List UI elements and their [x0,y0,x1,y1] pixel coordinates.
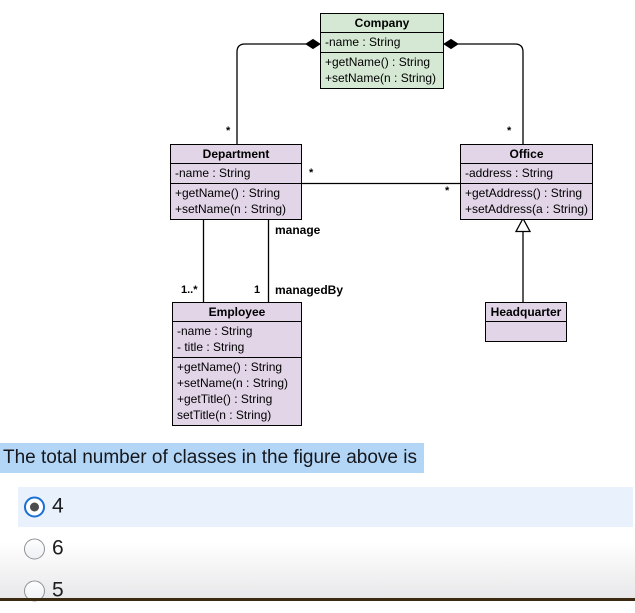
uml-class-diagram: Company -name : String +getName() : Stri… [170,13,593,426]
option-row-5[interactable]: 5 [0,571,635,611]
class-method: +setName(n : String) [325,71,437,85]
class-name: Company [321,14,443,33]
multiplicity-label: * [507,125,512,137]
question-container: The total number of classes in the figur… [0,443,425,473]
bottom-border-bar [0,598,635,601]
answer-options: 4 6 5 [0,487,635,613]
class-name: Office [461,145,592,164]
class-attribute: -name : String [325,35,401,49]
class-name: Headquarter [486,303,566,322]
composition-line-company-office [458,43,524,150]
class-attribute: - title : String [177,340,245,354]
composition-line-company-department [236,43,306,150]
multiplicity-label: 1 [254,284,261,296]
class-attribute: -name : String [175,166,251,180]
association-role-label: manage [275,223,321,237]
diagram-connectors [202,38,532,304]
class-method: +getAddress() : String [465,186,583,200]
class-employee: Employee -name : String - title : String… [172,302,302,426]
association-role-label: managedBy [275,283,344,297]
class-department: Department -name : String +getName() : S… [170,144,302,220]
class-method: +getName() : String [175,186,281,200]
class-method: +setName(n : String) [175,202,287,216]
class-method: +getName() : String [325,55,431,69]
composition-diamond-icon [443,38,459,50]
class-name: Department [171,145,301,164]
radio-unselected-icon[interactable] [24,538,45,560]
multiplicity-label: * [445,185,450,197]
class-attribute: -address : String [465,166,554,180]
option-row-6[interactable]: 6 [0,529,635,569]
multiplicity-label: * [309,167,314,179]
option-label[interactable]: 6 [52,536,64,560]
class-office: Office -address : String +getAddress() :… [460,144,593,220]
class-method: +setName(n : String) [177,376,289,390]
class-attribute: -name : String [177,324,253,338]
class-company: Company -name : String +getName() : Stri… [320,13,444,89]
empty-compartment [490,323,562,339]
radio-dot-icon [30,502,39,512]
multiplicity-label: * [226,125,231,137]
class-headquarter: Headquarter [485,302,567,342]
class-method: +getTitle() : String [177,392,273,406]
class-name: Employee [173,303,301,322]
class-method: +setAddress(a : String) [465,202,589,216]
class-method: setTitle(n : String) [177,408,272,422]
option-label[interactable]: 4 [52,494,64,518]
option-row-4[interactable]: 4 [0,487,635,527]
multiplicity-label: 1..* [181,284,198,296]
class-method: +getName() : String [177,360,283,374]
radio-selected-icon[interactable] [24,496,45,518]
question-text: The total number of classes in the figur… [0,443,425,473]
composition-diamond-icon [305,38,321,50]
inheritance-triangle-icon [514,217,532,233]
